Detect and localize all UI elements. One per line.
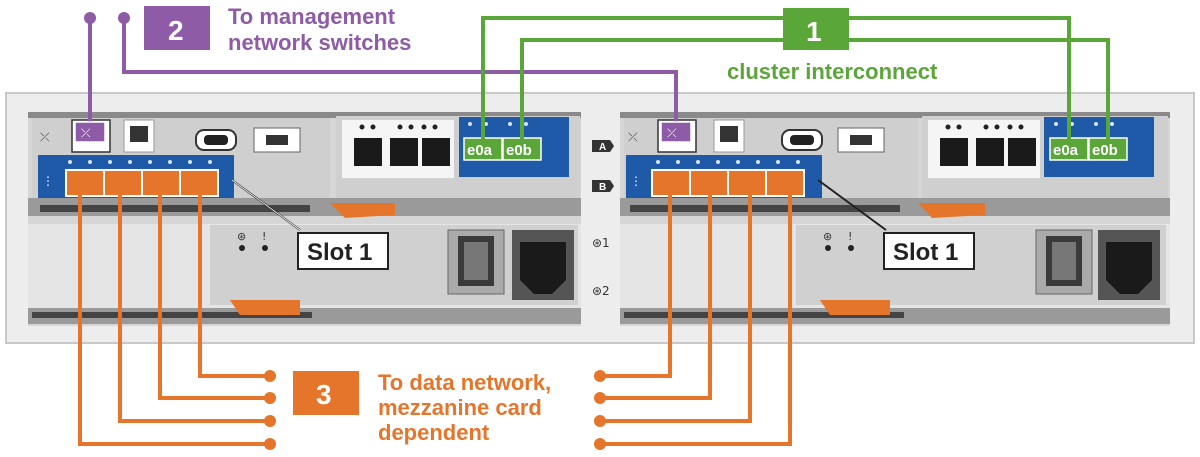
slot-callout-right [883,232,975,270]
management-cables [88,18,678,130]
bay-label-a: A [599,142,606,153]
controller-left: ⤫ ⋮ [28,112,581,326]
management-text-line2: network switches [228,30,411,55]
management-text-line1: To management [228,4,396,29]
svg-text:⊛: ⊛ [823,230,832,243]
callout-number-1: 1 [806,16,822,47]
svg-text:⤫: ⤫ [81,126,91,140]
callout-badge-3 [293,371,359,415]
data-text-line3: dependent [378,420,490,445]
data-text-line1: To data network, [378,370,551,395]
svg-text:⤫: ⤫ [628,130,638,144]
svg-text:⊛2: ⊛2 [592,284,610,298]
data-text-line2: mezzanine card [378,395,542,420]
cluster-text: cluster interconnect [727,59,938,84]
port-e0b-label-left: e0b [506,142,532,159]
callout-number-2: 2 [168,15,184,46]
slot-label-left: Slot 1 [307,239,372,266]
bay-label-b: B [599,182,606,193]
data-cables [78,190,792,446]
bay-indicators: A B ⊛1 ⊛2 [592,140,614,298]
svg-text:!: ! [848,230,852,243]
port-e0a-label-right: e0a [1053,142,1079,159]
port-e0a-label-left: e0a [467,142,493,159]
controller-right: ⤫ ⋮ [620,112,1170,326]
svg-text:⤫: ⤫ [667,126,677,140]
mgmt-cable-end-1 [84,12,96,24]
svg-text:⋮: ⋮ [42,174,54,188]
slot-callout-left [297,232,389,270]
callout-number-3: 3 [316,379,332,410]
svg-text:!: ! [262,230,266,243]
slot-label-right: Slot 1 [893,239,958,266]
svg-text:⋮: ⋮ [630,174,642,188]
mgmt-cable-end-2 [118,12,130,24]
port-e0b-label-right: e0b [1092,142,1118,159]
callout-badge-2 [144,6,210,50]
data-cable-ends [264,370,606,450]
svg-text:⊛: ⊛ [237,230,246,243]
svg-text:⊛1: ⊛1 [592,236,610,250]
svg-text:⤫: ⤫ [40,130,50,144]
callout-badge-1 [783,8,849,50]
